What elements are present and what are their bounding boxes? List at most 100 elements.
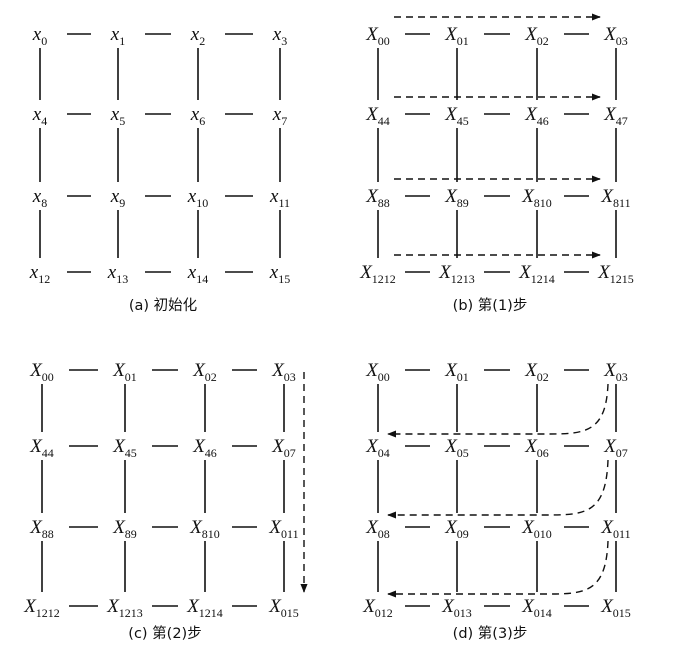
node-label: X05 xyxy=(444,436,469,460)
node-label: x3 xyxy=(272,24,287,48)
node-label: X1213 xyxy=(106,596,143,620)
node-symbol: x xyxy=(190,24,200,45)
node-symbol: X xyxy=(521,517,535,538)
node-label: X07 xyxy=(603,436,628,460)
node-label: x5 xyxy=(110,104,125,128)
node-symbol: X xyxy=(365,186,379,207)
node-subscript: 88 xyxy=(42,527,54,541)
node-subscript: 05 xyxy=(457,446,469,460)
node-symbol: X xyxy=(189,517,203,538)
node-symbol: X xyxy=(600,596,614,617)
node-label: x11 xyxy=(269,186,290,210)
node-label: X06 xyxy=(524,436,549,460)
node-symbol: X xyxy=(268,596,282,617)
node-subscript: 89 xyxy=(457,196,469,210)
node-subscript: 01 xyxy=(457,34,469,48)
node-subscript: 810 xyxy=(202,527,220,541)
node-subscript: 7 xyxy=(281,114,287,128)
node-symbol: X xyxy=(603,24,617,45)
node-symbol: X xyxy=(603,360,617,381)
node-label: X015 xyxy=(600,596,631,620)
node-label: x6 xyxy=(190,104,205,128)
node-symbol: X xyxy=(29,517,43,538)
node-symbol: x xyxy=(272,104,282,125)
node-subscript: 03 xyxy=(616,34,628,48)
node-symbol: X xyxy=(186,596,200,617)
node-symbol: X xyxy=(271,436,285,457)
node-subscript: 015 xyxy=(281,606,299,620)
node-subscript: 1213 xyxy=(451,272,475,286)
broadcast-arrow xyxy=(387,383,609,438)
node-symbol: x xyxy=(32,104,42,125)
node-subscript: 0 xyxy=(41,34,47,48)
node-subscript: 1213 xyxy=(119,606,143,620)
node-subscript: 011 xyxy=(281,527,299,541)
node-symbol: X xyxy=(521,186,535,207)
node-label: x4 xyxy=(32,104,47,128)
node-label: x1 xyxy=(110,24,125,48)
node-symbol: X xyxy=(600,517,614,538)
node-symbol: X xyxy=(444,360,458,381)
node-symbol: X xyxy=(603,436,617,457)
panel-caption: (c) 第(2)步 xyxy=(128,624,201,642)
node-symbol: X xyxy=(106,596,120,617)
node-subscript: 10 xyxy=(196,196,208,210)
node-symbol: X xyxy=(441,596,455,617)
node-label: X07 xyxy=(271,436,296,460)
node-subscript: 89 xyxy=(125,527,137,541)
node-subscript: 06 xyxy=(537,446,549,460)
node-symbol: X xyxy=(365,436,379,457)
node-subscript: 811 xyxy=(613,196,631,210)
node-symbol: X xyxy=(444,436,458,457)
node-symbol: x xyxy=(187,262,197,283)
node-subscript: 00 xyxy=(378,370,390,384)
node-subscript: 1214 xyxy=(199,606,223,620)
node-label: X08 xyxy=(365,517,390,541)
node-symbol: X xyxy=(603,104,617,125)
node-label: X02 xyxy=(192,360,217,384)
node-symbol: X xyxy=(518,262,532,283)
node-label: X46 xyxy=(192,436,217,460)
node-symbol: X xyxy=(521,596,535,617)
node-subscript: 00 xyxy=(42,370,54,384)
node-subscript: 07 xyxy=(284,446,296,460)
node-subscript: 02 xyxy=(537,370,549,384)
node-subscript: 44 xyxy=(42,446,54,460)
node-label: X00 xyxy=(365,24,390,48)
node-label: X014 xyxy=(521,596,552,620)
node-subscript: 01 xyxy=(457,370,469,384)
node-label: X89 xyxy=(444,186,469,210)
node-symbol: X xyxy=(444,104,458,125)
node-subscript: 012 xyxy=(375,606,393,620)
node-subscript: 2 xyxy=(199,34,205,48)
node-subscript: 47 xyxy=(616,114,628,128)
node-symbol: x xyxy=(272,24,282,45)
node-label: x8 xyxy=(32,186,47,210)
node-subscript: 013 xyxy=(454,606,472,620)
node-label: X45 xyxy=(112,436,137,460)
node-label: X89 xyxy=(112,517,137,541)
node-label: X1215 xyxy=(597,262,634,286)
node-symbol: X xyxy=(444,517,458,538)
node-subscript: 45 xyxy=(125,446,137,460)
node-symbol: X xyxy=(438,262,452,283)
node-subscript: 1 xyxy=(119,34,125,48)
node-subscript: 1212 xyxy=(372,272,396,286)
node-label: X00 xyxy=(29,360,54,384)
node-label: X810 xyxy=(521,186,552,210)
node-symbol: X xyxy=(600,186,614,207)
node-label: X1212 xyxy=(23,596,60,620)
node-symbol: X xyxy=(271,360,285,381)
node-label: X88 xyxy=(365,186,390,210)
node-subscript: 1214 xyxy=(531,272,555,286)
node-label: X012 xyxy=(362,596,393,620)
node-symbol: X xyxy=(23,596,37,617)
node-subscript: 88 xyxy=(378,196,390,210)
node-symbol: X xyxy=(365,517,379,538)
node-label: X47 xyxy=(603,104,628,128)
node-subscript: 03 xyxy=(284,370,296,384)
node-label: X1212 xyxy=(359,262,396,286)
